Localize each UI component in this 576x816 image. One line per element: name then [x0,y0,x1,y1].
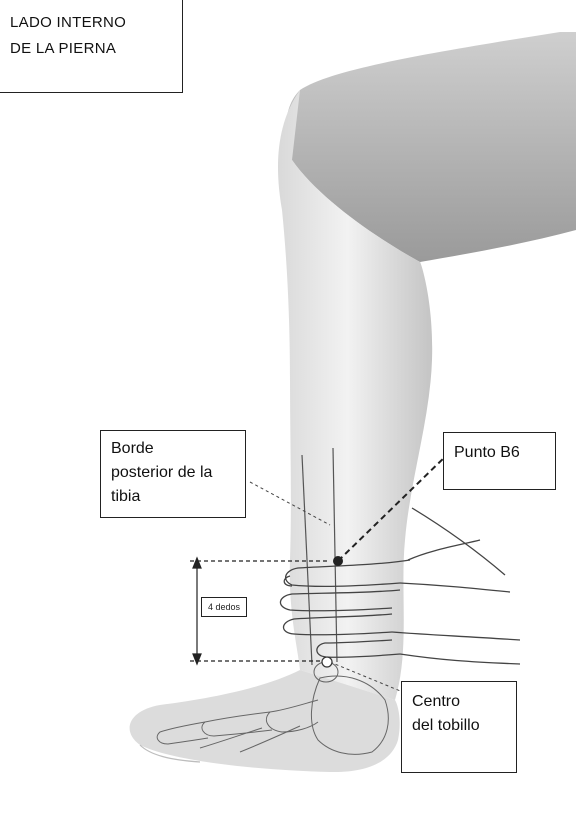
dedos-label: 4 dedos [201,597,247,617]
title-line-2: DE LA PIERNA [10,36,172,62]
title-box: LADO INTERNO DE LA PIERNA [0,0,183,93]
borde-line-3: tibia [111,485,235,509]
centro-line-1: Centro [412,690,506,714]
punto-b6-marker [333,556,343,566]
dedos-text: 4 dedos [208,602,240,612]
ankle-center-marker [322,657,332,667]
centro-line-2: del tobillo [412,714,506,738]
punto-label: Punto B6 [443,432,556,490]
punto-text: Punto B6 [454,441,545,465]
borde-line-2: posterior de la [111,461,235,485]
borde-line-1: Borde [111,437,235,461]
borde-label: Borde posterior de la tibia [100,430,246,518]
centro-label: Centro del tobillo [401,681,517,773]
title-line-1: LADO INTERNO [10,10,172,36]
